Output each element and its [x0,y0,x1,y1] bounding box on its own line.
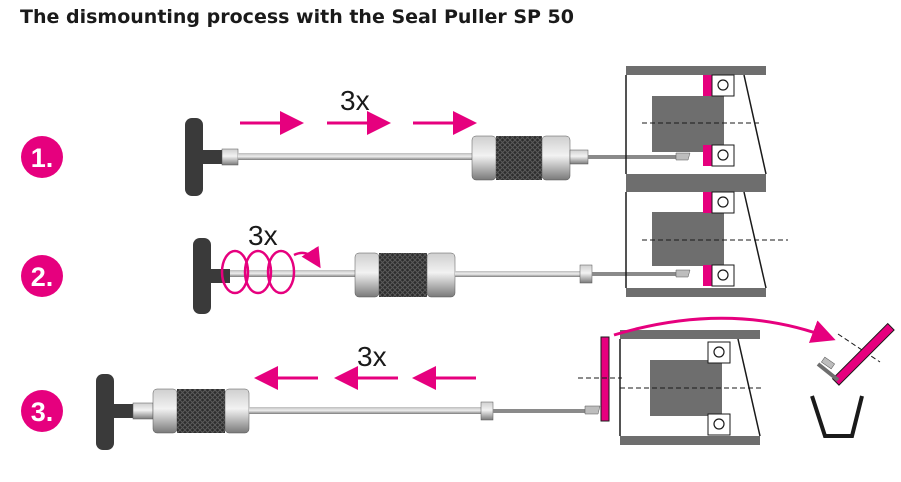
step-1-count: 3x [340,85,370,116]
step-2-bearing-housing [625,183,788,297]
step-3-puller-tool [96,374,601,450]
slide-rod [249,407,481,414]
slide-rod [230,270,355,277]
step-3-bearing-housing [619,330,762,445]
waste-bin [810,395,864,438]
t-handle [185,118,203,196]
step-3: 3. 3x [21,316,895,450]
step-2-badge: 2. [21,255,63,297]
shaft [652,212,724,266]
step-2-count: 3x [248,220,278,251]
step-2: 2. 3x [21,183,788,314]
step-3-badge: 3. [21,390,63,432]
slide-hammer [354,252,380,298]
seal-into-bin [816,322,895,386]
step-1: 1. 3x [21,66,767,196]
disposal-arrow [613,316,836,343]
diagram-title: The dismounting process with the Seal Pu… [20,6,574,28]
seal [703,75,712,96]
step-1-number: 1. [31,143,54,173]
step-3-extracted-seal [578,336,622,422]
shaft [652,96,724,152]
step-3-number: 3. [31,397,54,427]
t-handle [193,238,211,314]
t-handle [96,374,114,450]
slide-rod [238,153,473,160]
step-1-puller-tool [185,118,691,196]
step-1-badge: 1. [21,136,63,178]
slide-hammer [471,135,497,181]
seal [703,192,712,213]
step-2-rotation-spiral [220,245,321,295]
step-2-number: 2. [31,262,54,292]
step-1-bearing-housing [625,66,767,183]
step-3-count: 3x [357,341,387,372]
slide-hammer [152,388,178,434]
